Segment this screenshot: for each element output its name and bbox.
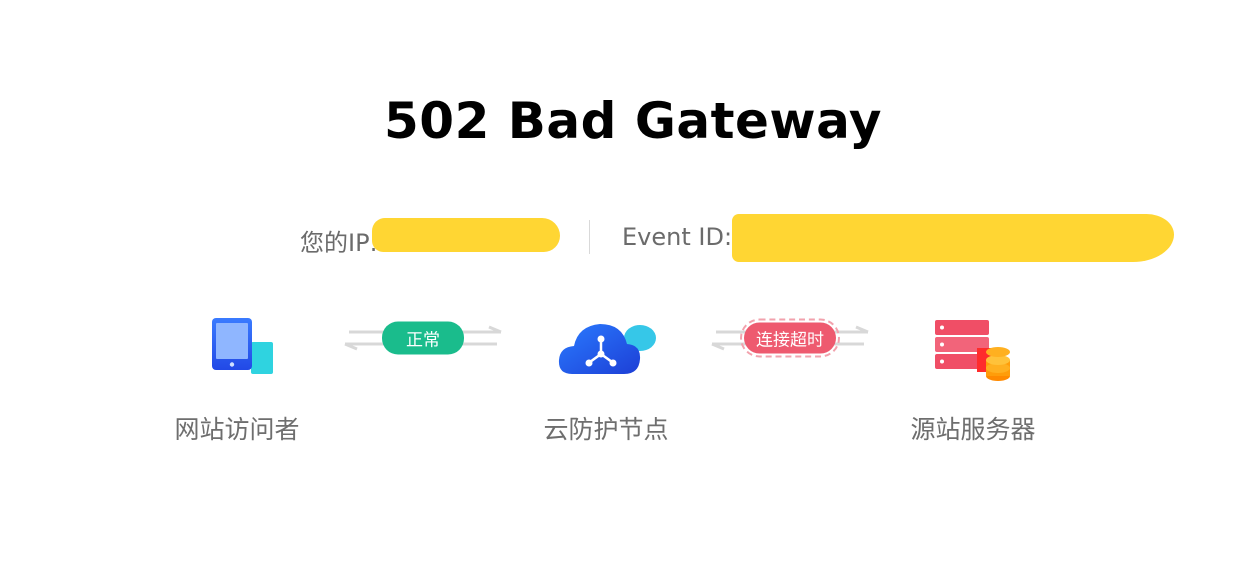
request-info: 您的IP: Event ID: (0, 214, 1248, 262)
status-badge-timeout: 连接超时 (740, 318, 840, 358)
flow-link-cloud-server: 连接超时 (710, 318, 870, 358)
mobile-device-icon (212, 318, 273, 374)
info-divider (589, 220, 590, 254)
flow-node-server: 源站服务器 (873, 312, 1073, 446)
flow-node-visitor: 网站访问者 (137, 312, 337, 446)
flow-node-label: 云防护节点 (543, 415, 669, 444)
flow-link-visitor-cloud: 正常 (343, 318, 503, 358)
page-title: 502 Bad Gateway (384, 92, 882, 150)
ip-label: 您的IP: (300, 229, 378, 257)
flow-node-cloud: 云防护节点 (506, 312, 706, 446)
event-id-label: Event ID: (622, 223, 733, 251)
cloud-node-icon (558, 324, 656, 374)
flow-node-label: 源站服务器 (910, 415, 1036, 444)
flow-node-label: 网站访问者 (174, 415, 300, 444)
ip-redaction (372, 218, 560, 252)
status-badge-normal: 正常 (382, 321, 464, 355)
event-id-redaction (732, 214, 1174, 262)
server-icon (935, 320, 1010, 381)
